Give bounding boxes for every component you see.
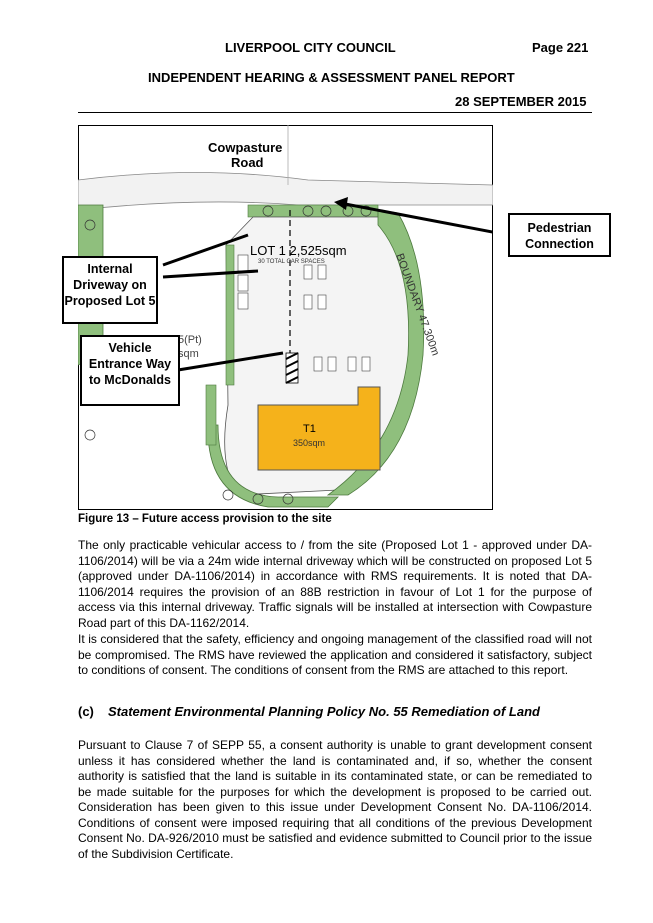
- report-title: INDEPENDENT HEARING & ASSESSMENT PANEL R…: [148, 70, 515, 85]
- callout-pedestrian-connection: Pedestrian Connection: [508, 213, 611, 257]
- building-area: 350sqm: [293, 438, 325, 448]
- report-date: 28 SEPTEMBER 2015: [455, 94, 587, 109]
- paragraph-access: The only practicable vehicular access to…: [78, 538, 592, 630]
- landscape-strip-boundary: [326, 209, 425, 496]
- road-label-line2: Road: [231, 155, 264, 170]
- partial-lot-label: 5(Pt): [178, 334, 202, 346]
- internal-driveway-arrow-2: [162, 269, 259, 279]
- page-number: Page 221: [532, 40, 589, 55]
- council-name: LIVERPOOL CITY COUNCIL: [225, 40, 396, 55]
- partial-area-label: sqm: [178, 348, 199, 360]
- paragraph-rms: It is considered that the safety, effici…: [78, 632, 592, 677]
- car-spaces-label: 30 TOTAL CAR SPACES: [258, 259, 325, 265]
- section-title: Statement Environmental Planning Policy …: [108, 704, 540, 719]
- building-t1: [257, 386, 381, 471]
- pedestrian-crossing: [285, 352, 299, 384]
- header-rule: [78, 112, 592, 113]
- section-label: (c): [78, 704, 94, 719]
- lot-label: LOT 1 2,525sqm: [250, 243, 347, 258]
- pedestrian-arrow: [339, 201, 493, 234]
- callout-vehicle-entrance: Vehicle Entrance Way to McDonalds: [80, 335, 180, 406]
- internal-driveway-arrow-1: [162, 233, 249, 267]
- callout-internal-driveway: Internal Driveway on Proposed Lot 5: [62, 256, 158, 324]
- figure-caption: Figure 13 – Future access provision to t…: [78, 513, 332, 525]
- vehicle-entrance-arrow: [177, 351, 284, 372]
- paragraph-sepp55: Pursuant to Clause 7 of SEPP 55, a conse…: [78, 738, 592, 861]
- building-label: T1: [303, 423, 316, 435]
- road-label-line1: Cowpasture: [208, 140, 282, 155]
- section-heading: (c) Statement Environmental Planning Poli…: [78, 704, 540, 719]
